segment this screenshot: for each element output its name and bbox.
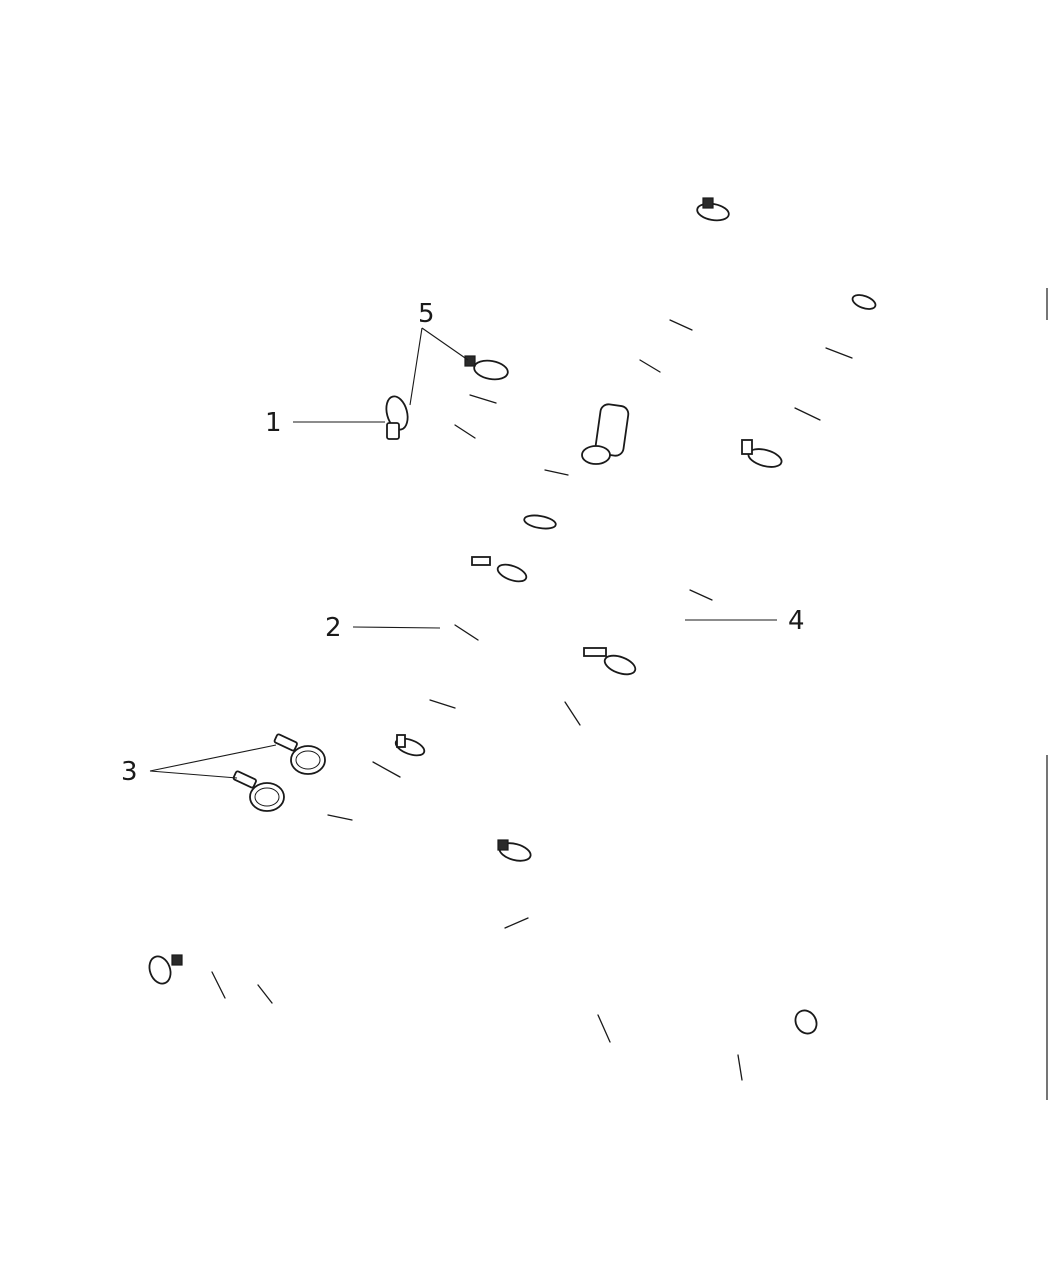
callout-3: 3 [121, 757, 138, 787]
part-3-clamp-a-screw [273, 733, 298, 752]
part-2-clamp-mid1 [523, 514, 557, 530]
part-3-clamp-b-screw [232, 770, 257, 789]
part-1-clamp-upper [473, 359, 509, 381]
leader-3b [149, 770, 238, 779]
callout-1: 1 [265, 408, 282, 438]
part-3-clamps [232, 733, 326, 812]
part-2-end-clamp [148, 955, 172, 985]
part-4-clamp-mid [603, 654, 637, 676]
part-4-clamp-upper-tab [741, 439, 753, 455]
part-4-clamp-mid-tab [583, 647, 607, 657]
leader-5a [421, 327, 469, 361]
part-1-clamp-upper-tab [464, 355, 476, 367]
part-2-clamp-mid2-tab [471, 556, 491, 566]
part-1-hose [382, 355, 509, 446]
part-4-end [851, 294, 877, 310]
part-3-clamp-a [290, 745, 326, 775]
leader-3a [149, 744, 277, 772]
part-2-clamp-lower-tab [396, 734, 406, 748]
part-1-clamp-lower [385, 395, 409, 431]
callout-4: 4 [788, 606, 805, 636]
callout-5: 5 [418, 299, 435, 329]
part-2-end-clamp-tab [171, 954, 183, 966]
part-2-hose [148, 197, 730, 1012]
part-3-clamp-b [249, 782, 285, 812]
part-4-clamp-lower-tab [497, 839, 509, 851]
part-2-tee-end [581, 445, 611, 465]
part-1-clamp-tab [386, 422, 400, 440]
part-2-clamp-mid2 [496, 563, 528, 583]
part-4-end-lower [794, 1009, 818, 1035]
leader-5b [409, 327, 423, 406]
part-2-clamp-top-tab [702, 197, 714, 209]
callout-2: 2 [325, 613, 342, 643]
leader-2 [352, 626, 441, 629]
part-4-hose [479, 293, 877, 1081]
